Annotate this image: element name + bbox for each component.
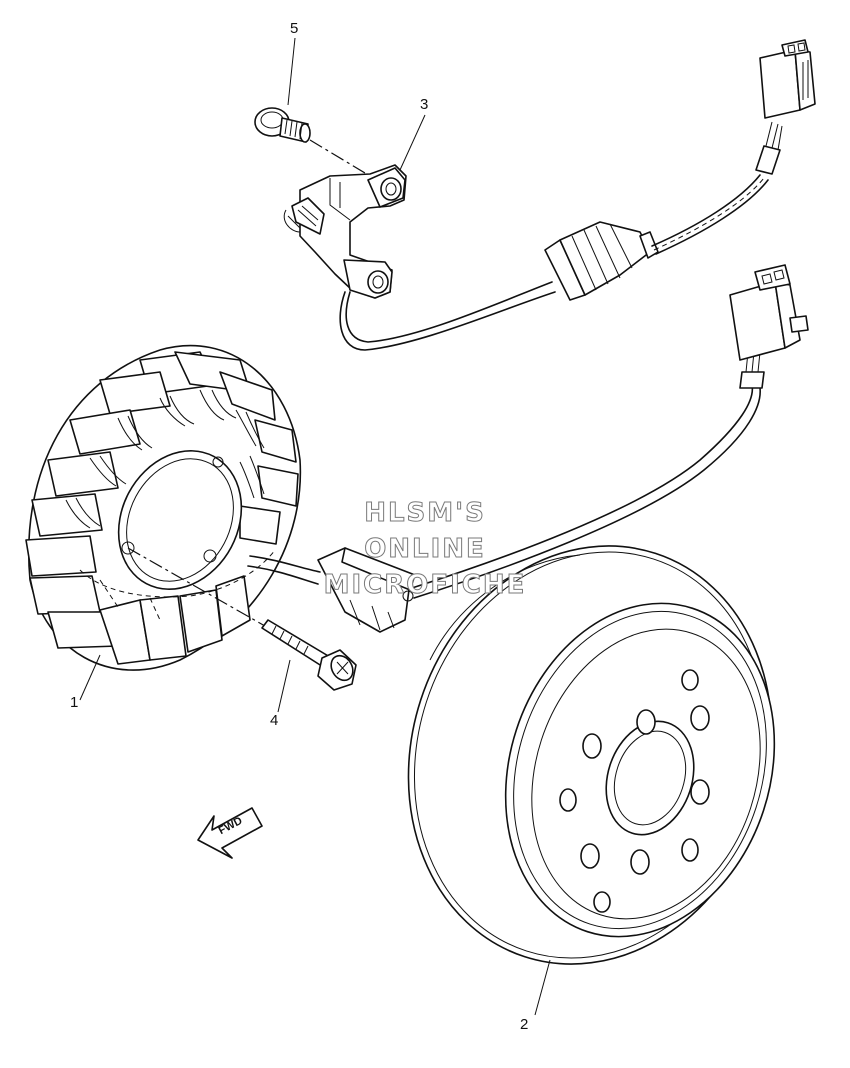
leader-5 [287, 37, 296, 106]
part-5-bolt [254, 107, 311, 143]
part-4-centerline [127, 547, 273, 631]
part-3-cable [651, 174, 761, 247]
part-2-rotor [407, 545, 776, 965]
part-1-lead [249, 555, 321, 573]
part-3-wire [339, 291, 556, 351]
callout-2: 2 [520, 1016, 529, 1033]
watermark-line-2: ONLINE [364, 534, 486, 565]
watermark-line-1: HLSM'S [364, 498, 486, 529]
callout-1: 1 [70, 694, 79, 711]
leader-3 [399, 114, 426, 171]
part-1-connector [729, 264, 809, 361]
part-1-cable [411, 384, 754, 589]
watermark-line-3: MICROFICHE [323, 570, 527, 601]
part-3-grommet [544, 221, 659, 301]
callout-5: 5 [290, 20, 299, 37]
leader-1 [79, 654, 101, 701]
part-3-pickup-coil [283, 164, 407, 299]
leader-4 [277, 659, 291, 713]
part-4-bolt [261, 619, 357, 691]
callout-4: 4 [270, 712, 279, 729]
leader-2 [534, 959, 551, 1016]
part-1-coupler [317, 547, 416, 633]
part-1-stator [25, 344, 302, 671]
part-3-connector [759, 39, 816, 119]
fwd-arrow-icon [197, 807, 263, 859]
callout-3: 3 [420, 96, 429, 113]
